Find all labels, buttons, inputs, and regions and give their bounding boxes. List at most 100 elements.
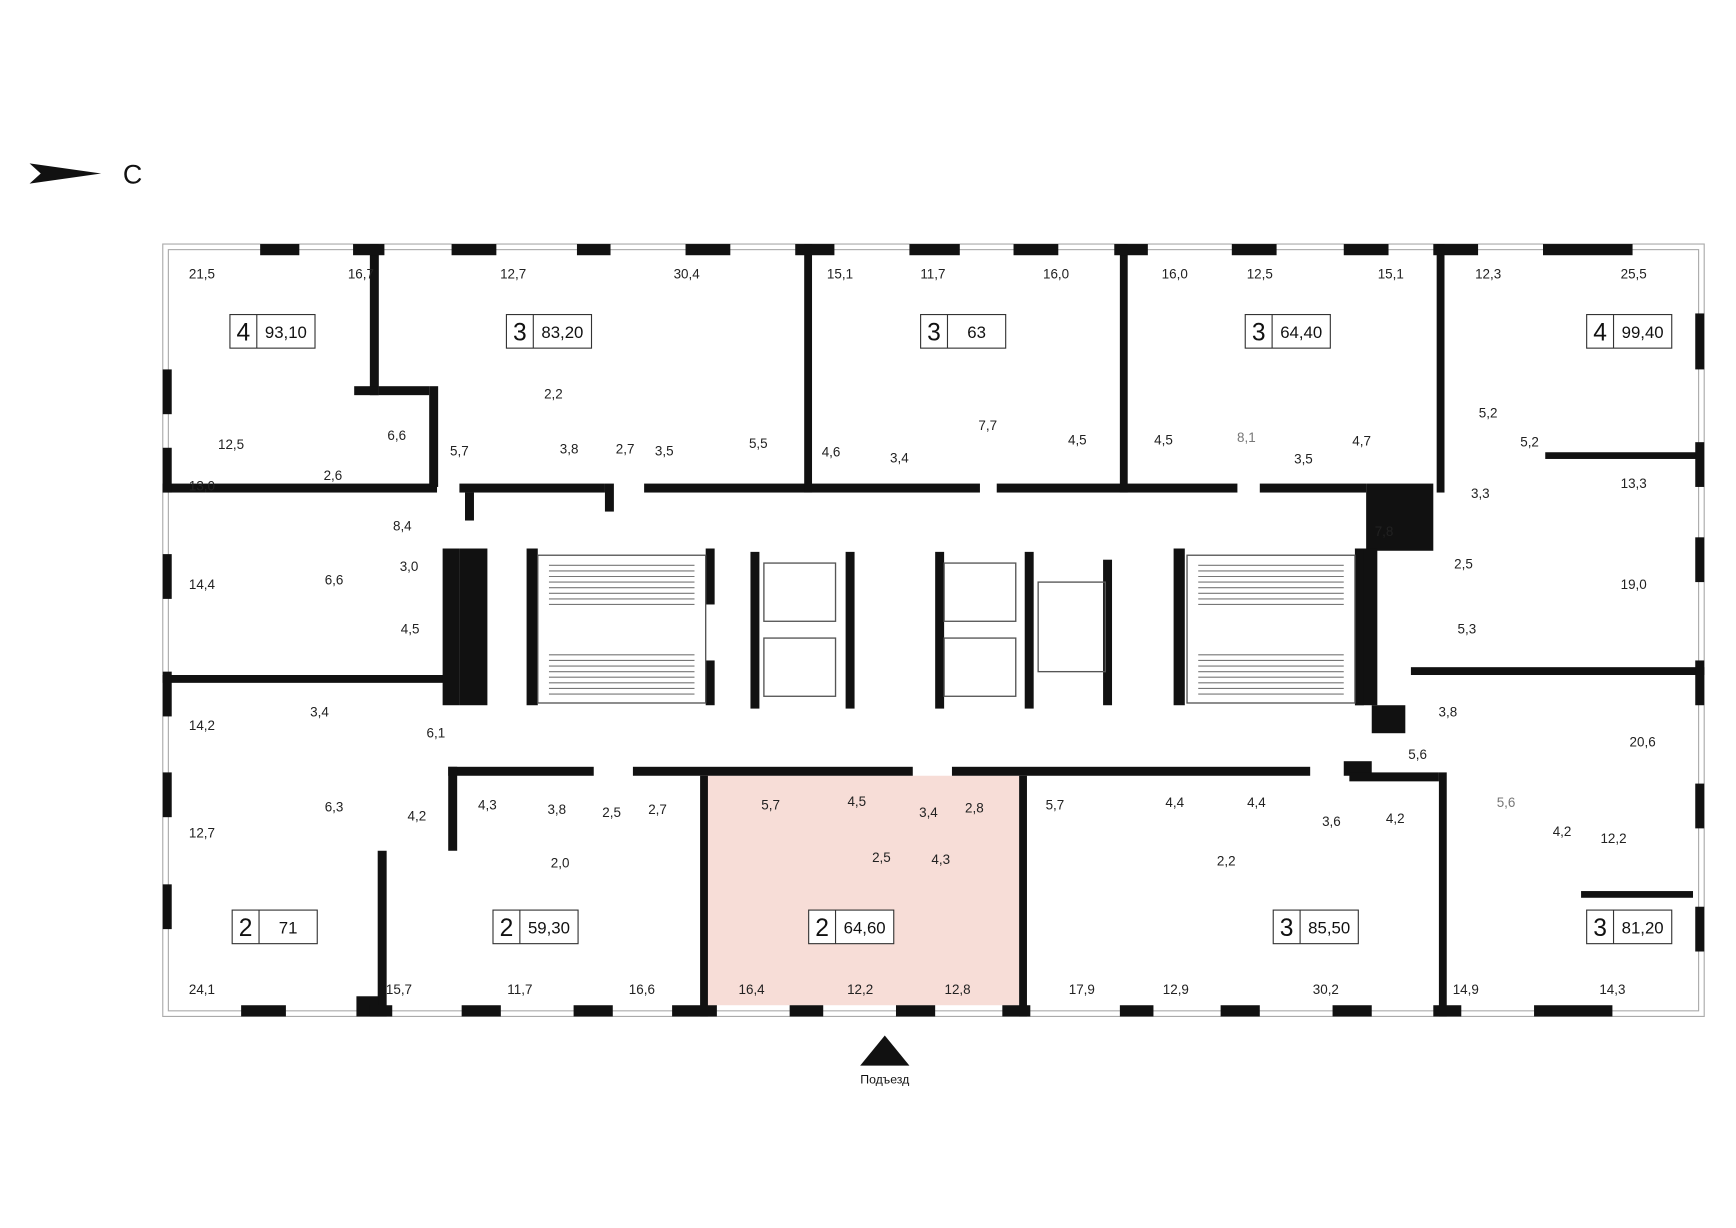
wall-segment — [789, 1005, 824, 1017]
wall-segment — [465, 492, 474, 521]
wall-segment — [1002, 1005, 1031, 1017]
apartment-area: 63 — [967, 323, 986, 342]
room-area-label: 14,4 — [189, 577, 216, 592]
room-area-label: 4,5 — [1068, 432, 1087, 447]
wall-segment — [604, 483, 614, 512]
wall-segment — [1433, 244, 1479, 256]
wall-segment — [1259, 483, 1367, 493]
room-area-label: 12,7 — [189, 825, 215, 840]
wall-segment — [1695, 313, 1705, 370]
badge-box — [1586, 909, 1673, 945]
room-area-label: 2,5 — [602, 805, 621, 820]
room-area-label: 12,5 — [218, 437, 244, 452]
room-area-label: 12,2 — [1600, 831, 1626, 846]
room-area-label: 7,8 — [1375, 524, 1394, 539]
wall-segment — [1438, 772, 1447, 1017]
badge-box — [1586, 313, 1673, 349]
room-area-label: 11,7 — [507, 982, 532, 997]
badge-box — [920, 313, 1007, 349]
wall-segment — [1354, 548, 1364, 706]
wall-segment — [576, 244, 611, 256]
wall-segment — [1410, 667, 1705, 676]
apartment-rooms: 3 — [1252, 319, 1266, 346]
room-area-label: 3,6 — [1322, 814, 1341, 829]
room-area-label: 30,4 — [674, 267, 701, 282]
room-area-label: 12,5 — [1247, 267, 1273, 282]
wall-segment — [162, 675, 449, 683]
room-area-label: 3,3 — [1471, 486, 1490, 501]
wall-segment — [353, 244, 385, 256]
room-area-label: 17,9 — [1069, 982, 1095, 997]
room-area-label: 3,4 — [890, 450, 909, 465]
room-area-label: 4,2 — [1553, 824, 1572, 839]
room-area-label: 15,7 — [386, 982, 412, 997]
room-area-label: 5,6 — [1408, 747, 1427, 762]
room-area-label: 8,4 — [393, 519, 412, 534]
room-area-label: 14,3 — [1599, 982, 1625, 997]
wall-segment — [795, 244, 835, 256]
room-area-label: 6,1 — [427, 726, 446, 741]
room-area-label: 25,5 — [1621, 267, 1647, 282]
room-area-label: 15,1 — [1378, 267, 1404, 282]
room-area-label: 3,5 — [1294, 451, 1313, 466]
highlighted-apartment[interactable] — [702, 775, 1020, 1006]
wall-segment — [162, 671, 172, 717]
room-area-label: 6,3 — [325, 800, 344, 815]
wall-segment — [1119, 244, 1128, 493]
apartment-rooms: 2 — [815, 915, 829, 942]
room-area-label: 12,3 — [1475, 267, 1501, 282]
wall-segment — [260, 244, 300, 256]
room-area-label: 19,0 — [1621, 577, 1647, 592]
apartment-rooms: 3 — [927, 319, 941, 346]
wall-segment — [1114, 244, 1148, 256]
apartment-rooms: 3 — [1280, 915, 1294, 942]
badge-box — [492, 909, 579, 945]
elevator-5 — [1037, 581, 1106, 673]
room-area-label: 6,6 — [387, 428, 406, 443]
room-area-label: 3,8 — [547, 802, 566, 817]
room-area-label: 5,7 — [1046, 797, 1065, 812]
apartment-rooms: 2 — [239, 915, 253, 942]
room-area-label: 5,7 — [450, 444, 469, 459]
wall-segment — [1019, 775, 1027, 1017]
room-area-label: 4,5 — [401, 622, 420, 637]
room-area-label: 5,5 — [749, 436, 768, 451]
wall-segment — [632, 766, 913, 776]
room-area-label: 2,7 — [616, 441, 635, 456]
building-core — [537, 554, 1356, 704]
room-area-label: 4,4 — [1165, 795, 1184, 810]
room-area-label: 5,2 — [1479, 406, 1498, 421]
wall-segment — [162, 772, 172, 818]
wall-segment — [1695, 783, 1705, 829]
wall-segment — [1695, 537, 1705, 583]
wall-segment — [909, 244, 960, 256]
apartment-badge[interactable]: 3 63 — [920, 313, 1007, 349]
room-area-label: 2,7 — [648, 802, 667, 817]
wall-segment — [705, 548, 715, 605]
wall-segment — [461, 1005, 501, 1017]
wall-segment — [1103, 559, 1113, 706]
room-area-label: 30,2 — [1313, 982, 1339, 997]
room-area-label: 24,1 — [189, 982, 215, 997]
stairwell-left — [537, 554, 707, 704]
badge-box — [505, 313, 593, 349]
wall-segment — [1173, 548, 1185, 706]
wall-segment — [1695, 442, 1705, 487]
room-area-label: 2,5 — [1454, 557, 1473, 572]
wall-segment — [442, 548, 460, 706]
wall-segment — [1695, 906, 1705, 952]
room-area-label: 12,9 — [1163, 982, 1189, 997]
apartment-area: 93,10 — [265, 323, 307, 342]
room-area-label: 16,0 — [1043, 267, 1069, 282]
wall-segment — [1534, 1005, 1613, 1017]
